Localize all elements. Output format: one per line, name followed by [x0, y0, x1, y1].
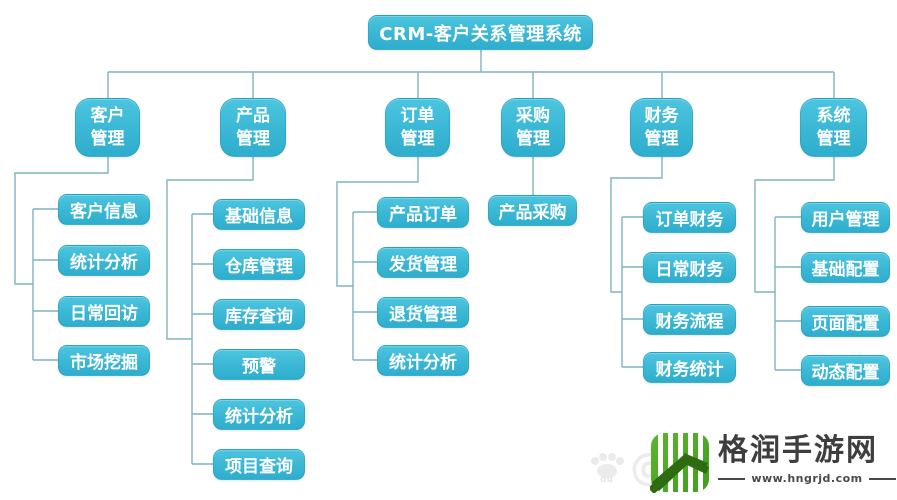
node-order-mgmt: 订单 管理: [385, 98, 450, 157]
url-rule-left: [718, 477, 746, 480]
node-root: CRM-客户关系管理系统: [368, 15, 593, 50]
node-finance-mgmt-child-3: 财务统计: [643, 352, 736, 383]
node-purchase-mgmt: 采购 管理: [501, 98, 565, 157]
node-customer-mgmt-child-1: 统计分析: [58, 245, 150, 276]
node-purchase-mgmt-child-0: 产品采购: [488, 195, 577, 226]
site-url-row: www.hngrjd.com: [718, 472, 897, 485]
node-product-mgmt-child-5: 项目查询: [213, 449, 305, 480]
node-system-mgmt-child-2: 页面配置: [801, 306, 890, 337]
node-customer-mgmt-child-0: 客户信息: [58, 194, 150, 225]
node-order-mgmt-child-3: 统计分析: [377, 345, 469, 376]
node-product-mgmt-child-3: 预警: [213, 349, 305, 380]
node-product-mgmt: 产品 管理: [220, 98, 286, 157]
node-finance-mgmt: 财务 管理: [630, 98, 693, 157]
paw-icon: du: [591, 453, 624, 484]
node-customer-mgmt-child-3: 市场挖掘: [58, 345, 150, 376]
node-system-mgmt-child-1: 基础配置: [801, 252, 890, 283]
site-logo-icon: [650, 433, 709, 493]
node-product-mgmt-child-4: 统计分析: [213, 399, 305, 430]
node-finance-mgmt-child-2: 财务流程: [643, 304, 736, 335]
site-watermark-text: 格润手游网 www.hngrjd.com: [718, 432, 897, 485]
node-product-mgmt-child-2: 库存查询: [213, 299, 305, 330]
faint-watermark-sub: du: [600, 475, 613, 484]
node-finance-mgmt-child-1: 日常财务: [643, 252, 736, 283]
node-order-mgmt-child-0: 产品订单: [377, 197, 469, 228]
node-order-mgmt-child-1: 发货管理: [377, 247, 469, 278]
node-finance-mgmt-child-0: 订单财务: [643, 202, 736, 233]
node-product-mgmt-child-0: 基础信息: [213, 199, 305, 230]
node-system-mgmt: 系统 管理: [800, 98, 867, 157]
url-rule-right: [868, 477, 897, 480]
node-system-mgmt-child-0: 用户管理: [801, 202, 890, 233]
node-system-mgmt-child-3: 动态配置: [801, 355, 890, 386]
site-url: www.hngrjd.com: [751, 472, 863, 485]
node-customer-mgmt: 客户 管理: [75, 98, 140, 157]
site-name: 格润手游网: [718, 433, 878, 468]
node-order-mgmt-child-2: 退货管理: [377, 297, 469, 328]
node-customer-mgmt-child-2: 日常回访: [58, 296, 150, 327]
node-product-mgmt-child-1: 仓库管理: [213, 249, 305, 280]
site-watermark: 格润手游网 www.hngrjd.com: [650, 432, 897, 493]
